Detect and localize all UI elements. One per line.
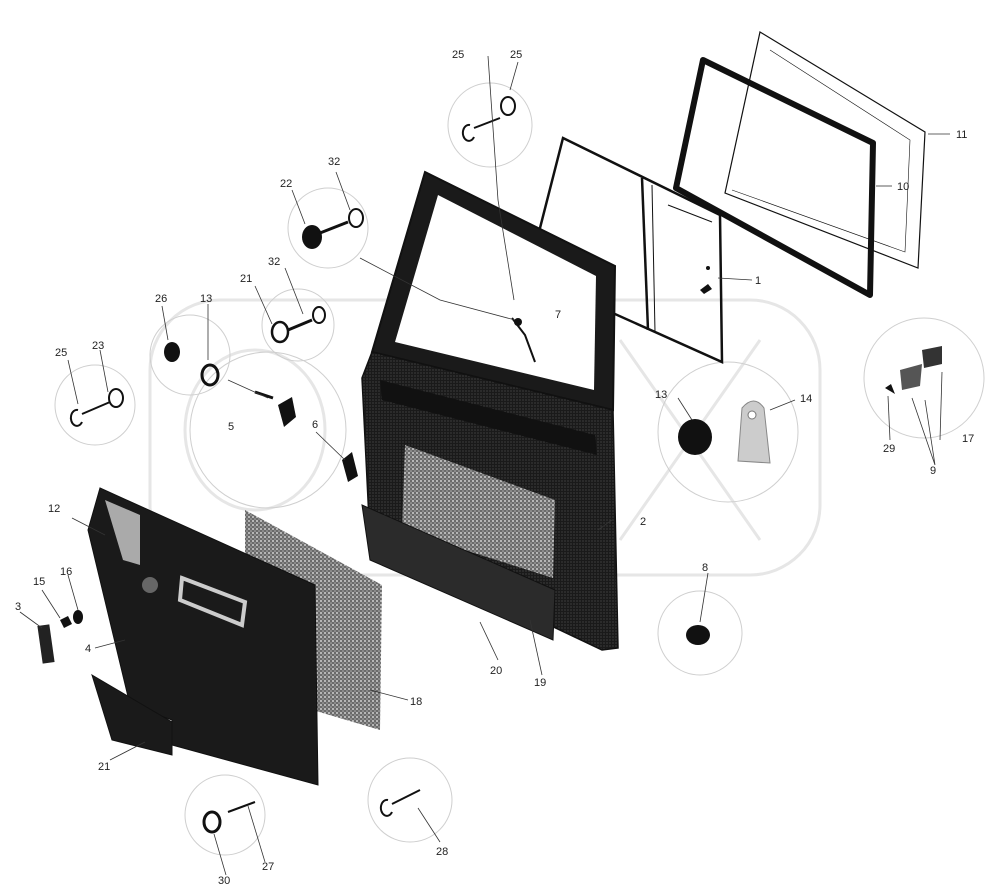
label-14: 14	[800, 393, 812, 405]
label-21: 21	[98, 761, 110, 773]
window-frame	[370, 170, 617, 412]
glass-outer	[724, 31, 926, 269]
label-26: 26	[155, 293, 167, 305]
label-32: 32	[268, 256, 280, 268]
label-5: 5	[228, 421, 234, 433]
label-17: 17	[962, 433, 974, 445]
label-1: 1	[755, 275, 761, 287]
label-13: 13	[200, 293, 212, 305]
label-9: 9	[930, 465, 936, 477]
label-20: 20	[490, 665, 502, 677]
detail-circles	[54, 82, 985, 856]
label-7: 7	[555, 309, 561, 321]
label-11: 11	[956, 129, 967, 141]
label-2: 2	[640, 516, 646, 528]
label-8: 8	[702, 562, 708, 574]
label-19: 19	[534, 677, 546, 689]
window-seal	[673, 57, 876, 298]
door-pocket	[91, 673, 173, 756]
label-27: 27	[262, 861, 274, 873]
door-shell	[361, 351, 619, 651]
label-25: 25	[55, 347, 67, 359]
label-23: 23	[92, 340, 104, 352]
door-lower-strip	[361, 504, 556, 641]
label-16: 16	[60, 566, 72, 578]
label-28: 28	[436, 846, 448, 858]
label-10: 10	[897, 181, 909, 193]
label-21: 21	[240, 273, 252, 285]
label-25: 25	[452, 49, 464, 61]
leader-lines	[19, 55, 950, 876]
label-32: 32	[328, 156, 340, 168]
label-6: 6	[312, 419, 318, 431]
label-22: 22	[280, 178, 292, 190]
small-parts	[37, 96, 942, 834]
door-trim-panel	[87, 487, 319, 786]
label-18: 18	[410, 696, 422, 708]
label-29: 29	[883, 443, 895, 455]
label-13: 13	[655, 389, 667, 401]
label-30: 30	[218, 875, 230, 887]
label-25: 25	[510, 49, 522, 61]
label-15: 15	[33, 576, 45, 588]
label-12: 12	[48, 503, 60, 515]
label-3: 3	[15, 601, 21, 613]
part-labels: 25 25 11 32 22 10 21 32 1 26 13 7 25 23 …	[15, 49, 974, 887]
label-4: 4	[85, 643, 91, 655]
